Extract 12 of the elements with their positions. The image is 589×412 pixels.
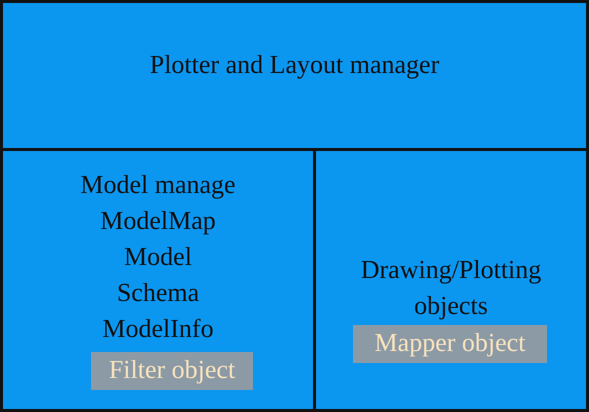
label-text: ModelInfo xyxy=(101,313,215,345)
label-text: Drawing/Plotting objects xyxy=(360,254,542,322)
header-panel xyxy=(0,0,589,151)
label-text: Model xyxy=(123,241,193,273)
panel xyxy=(313,148,589,412)
highlight-label: Filter object xyxy=(91,352,253,390)
label-text: Model manage xyxy=(79,169,237,201)
label-text: Schema xyxy=(116,277,200,309)
highlight-label: Mapper object xyxy=(353,325,547,363)
label-text: Plotter and Layout manager xyxy=(148,49,440,81)
label-text: ModelMap xyxy=(99,205,217,237)
panel xyxy=(0,148,316,412)
